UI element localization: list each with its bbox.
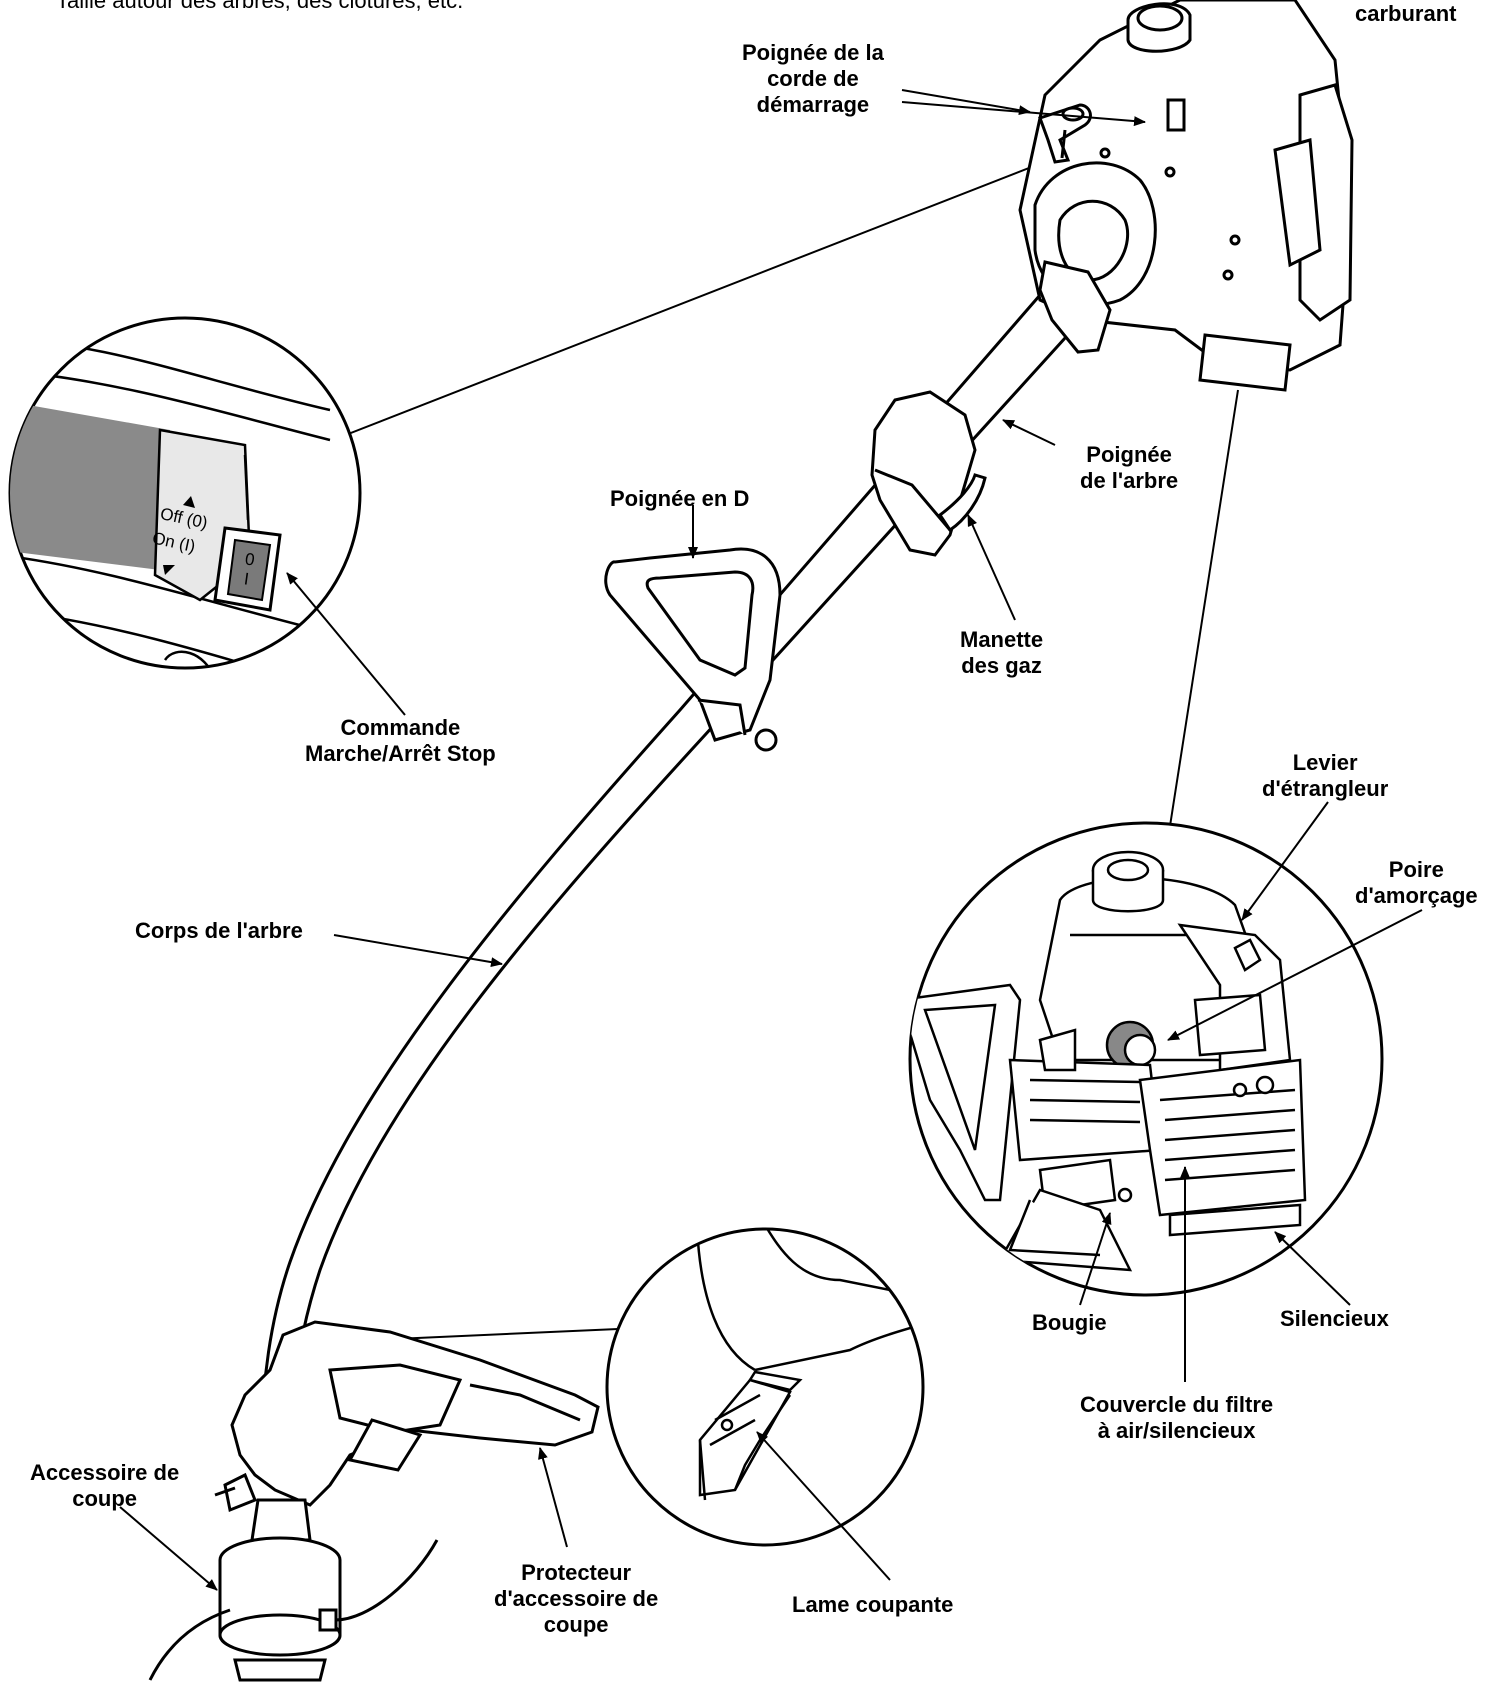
label-poignee-corde: Poignée de la corde de démarrage: [742, 40, 884, 118]
label-line: Protecteur: [521, 1560, 632, 1585]
label-line: démarrage: [756, 92, 870, 117]
label-carburant: carburant: [1355, 1, 1456, 27]
label-corps-arbre: Corps de l'arbre: [135, 918, 303, 944]
label-line: Manette: [960, 627, 1044, 652]
label-silencieux: Silencieux: [1280, 1306, 1389, 1332]
top-caption: Taille autour des arbres, des clôtures, …: [56, 0, 464, 13]
label-poire: Poire d'amorçage: [1355, 857, 1478, 909]
label-line: Poignée en D: [610, 486, 750, 511]
label-line: Couvercle du filtre: [1080, 1392, 1274, 1417]
engine-housing: [1018, 0, 1354, 392]
label-manette-gaz: Manette des gaz: [960, 627, 1043, 679]
label-accessoire: Accessoire de coupe: [30, 1460, 179, 1512]
switch-detail: 0 I Off (0) On (I): [8, 316, 362, 670]
label-line: coupe: [72, 1486, 137, 1511]
label-lame: Lame coupante: [792, 1592, 953, 1618]
label-line: coupe: [543, 1612, 609, 1637]
shaft-grip: [870, 390, 987, 557]
label-line: Levier: [1292, 750, 1358, 775]
label-line: Corps de l'arbre: [135, 918, 303, 943]
label-line: Commande: [340, 715, 461, 740]
label-line: Accessoire de: [30, 1460, 180, 1485]
engine-detail: [908, 821, 1384, 1297]
label-line: Lame coupante: [792, 1592, 954, 1617]
label-commande: Commande Marche/Arrêt Stop: [305, 715, 496, 767]
label-protecteur: Protecteur d'accessoire de coupe: [494, 1560, 658, 1638]
switch-mark-one: I: [243, 569, 250, 588]
shaft-collar: [1038, 260, 1112, 354]
label-line: Marche/Arrêt Stop: [305, 741, 496, 766]
label-line: de l'arbre: [1080, 468, 1179, 493]
label-line: d'accessoire de: [494, 1586, 659, 1611]
label-line: à air/silencieux: [1097, 1418, 1256, 1443]
label-line: Poignée: [1086, 442, 1172, 467]
switch-mark-zero: 0: [244, 549, 256, 569]
arrow-down-icon: [163, 565, 175, 575]
label-line: d'étrangleur: [1262, 776, 1389, 801]
label-bougie: Bougie: [1032, 1310, 1107, 1336]
label-line: Poire: [1388, 857, 1444, 882]
label-arrows: [119, 89, 1423, 1591]
label-line: corde de: [767, 66, 859, 91]
label-line: Bougie: [1032, 1310, 1107, 1335]
label-poignee-arbre: Poignée de l'arbre: [1080, 442, 1178, 494]
arrow-up-icon: [183, 496, 195, 508]
cutting-guard: [230, 1320, 600, 1507]
label-poignee-d: Poignée en D: [610, 486, 749, 512]
label-levier: Levier d'étrangleur: [1262, 750, 1388, 802]
blade-detail: [605, 1227, 925, 1547]
label-line: des gaz: [961, 653, 1042, 678]
label-line: Poignée de la: [742, 40, 884, 65]
d-handle: [604, 547, 782, 752]
label-line: Silencieux: [1280, 1306, 1389, 1331]
trimmer-head: [148, 1472, 439, 1682]
label-line: d'amorçage: [1355, 883, 1478, 908]
label-line: carburant: [1355, 1, 1457, 26]
label-couvercle: Couvercle du filtre à air/silencieux: [1080, 1392, 1273, 1444]
